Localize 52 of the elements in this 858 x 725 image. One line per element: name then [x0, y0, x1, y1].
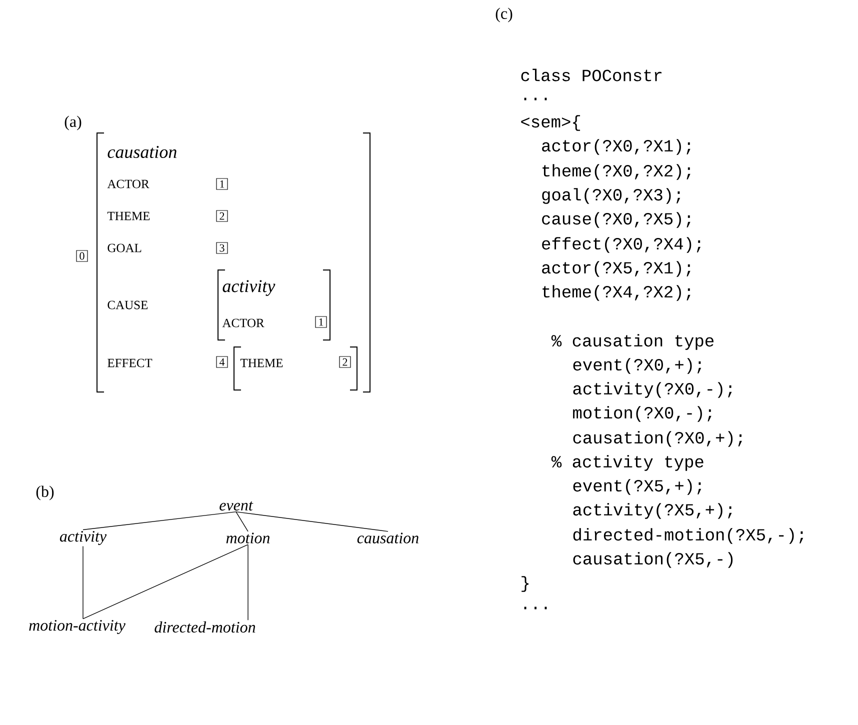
code-line: ... [524, 606, 547, 610]
code-line: effect(?X0,?X4); [542, 237, 701, 253]
tree-line [82, 511, 236, 530]
feature-label: ACTOR [107, 180, 150, 188]
tree-line [82, 546, 84, 620]
type-label: activity [60, 531, 107, 546]
type-label: causation [108, 146, 176, 158]
code-line: event(?X0,+); [573, 358, 702, 374]
type-label: motion-activity [29, 620, 126, 634]
feature-label: GOAL [108, 244, 142, 252]
code-line: actor(?X0,?X1); [542, 139, 690, 155]
code-line: motion(?X0,-); [573, 406, 712, 422]
code-line: } [522, 576, 529, 592]
code-line: goal(?X0,?X3); [542, 188, 680, 204]
tree-line [82, 544, 248, 620]
code-line: activity(?X0,-); [573, 382, 732, 398]
code-line: % causation type [551, 334, 714, 350]
tag-box: 3 [216, 242, 228, 254]
tag-box: 1 [216, 178, 228, 190]
tree-line [236, 511, 248, 532]
panel-label: (b) [36, 486, 54, 500]
code-line: ... [524, 98, 547, 100]
feature-label: THEME [107, 212, 150, 220]
code-line: theme(?X0,?X2); [542, 164, 690, 180]
type-label: event [220, 501, 254, 511]
feature-label: CAUSE [108, 300, 148, 310]
type-label: motion [226, 532, 270, 544]
feature-label: ACTOR [222, 318, 264, 328]
tree-line [236, 511, 388, 532]
code-line: event(?X5,+); [573, 479, 702, 495]
type-label: directed-motion [154, 621, 256, 633]
type-label: causation [357, 532, 418, 544]
code-line: actor(?X5,?X1); [542, 261, 690, 277]
tag-box: 2 [339, 356, 351, 368]
code-line: directed-motion(?X5,-); [573, 528, 804, 544]
code-line: theme(?X4,?X2); [542, 285, 690, 301]
code-line: causation(?X5,-) [573, 552, 733, 568]
code-line: <sem>{ [521, 115, 580, 131]
code-line: % activity type [551, 455, 704, 471]
tag-box: 0 [76, 250, 88, 262]
code-line: cause(?X0,?X5); [542, 212, 690, 228]
tag-box: 2 [216, 210, 228, 222]
panel-label: (a) [64, 116, 82, 130]
tag-box: 1 [315, 316, 327, 328]
code-line: activity(?X5,+); [573, 503, 732, 519]
code-line: causation(?X0,+); [573, 431, 742, 447]
tag-box: 4 [216, 356, 228, 368]
panel-label: (c) [496, 8, 512, 22]
code-line: class POConstr [521, 68, 662, 82]
feature-label: THEME [240, 358, 283, 368]
feature-label: EFFECT [108, 358, 152, 368]
type-label: activity [222, 280, 276, 296]
